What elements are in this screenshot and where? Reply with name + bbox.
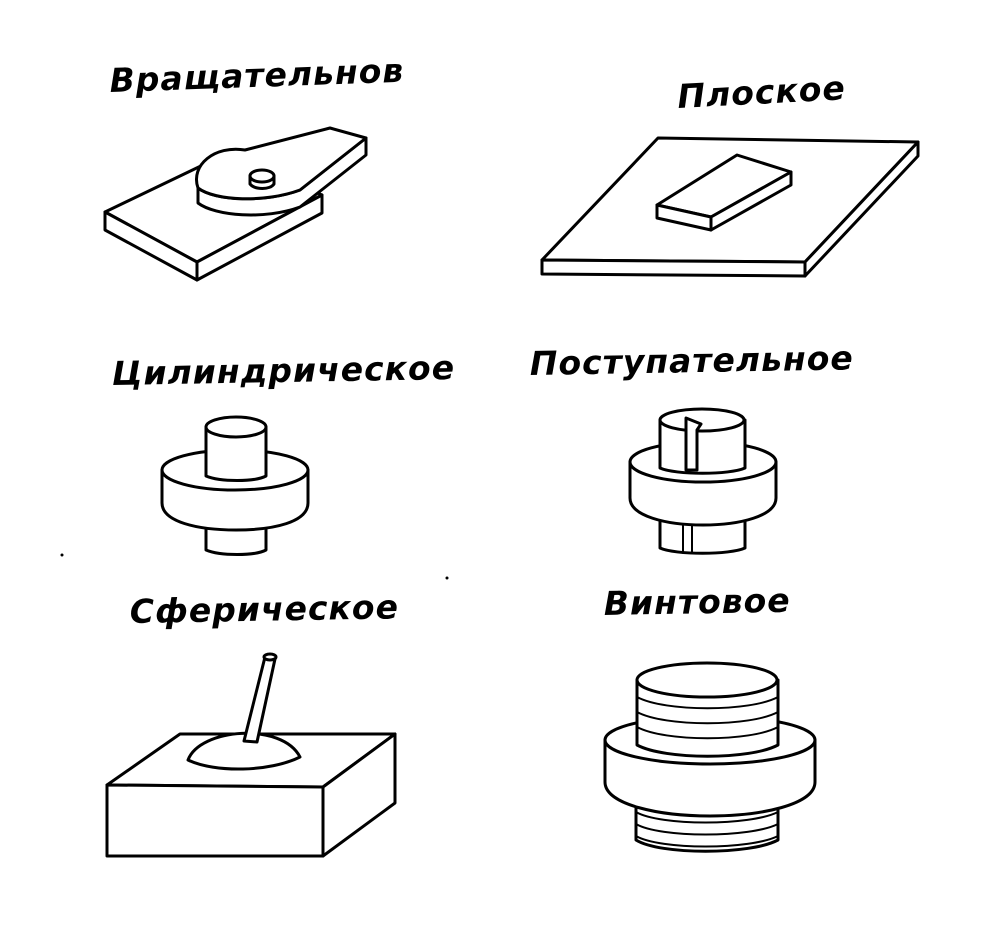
spherical-joint-group: Сферическое: [105, 587, 399, 858]
prismatic-joint-figure: [628, 407, 778, 555]
spherical-block-front: [105, 783, 325, 858]
planar-base-plate-side: [803, 140, 920, 278]
planar-slider-block-side: [709, 170, 793, 232]
revolute-pin: [248, 168, 276, 184]
planar-joint-figure: [540, 136, 920, 278]
cylindrical-joint-figure: [160, 415, 310, 556]
cylindrical-joint-group: Цилиндрическое: [111, 348, 455, 556]
revolute-joint-figure: [103, 126, 368, 282]
prismatic-label: Поступательное: [529, 338, 854, 383]
spherical-rod: [242, 655, 277, 744]
planar-label: Плоское: [676, 68, 846, 116]
planar-base-plate-front: [540, 258, 807, 278]
scan-speck: [445, 576, 449, 580]
planar-joint-group: Плоское: [540, 68, 920, 278]
revolute-label: Вращательнов: [109, 51, 405, 100]
spherical-label: Сферическое: [129, 587, 399, 631]
screw-label: Винтовое: [603, 581, 790, 623]
spherical-joint-figure: [105, 652, 397, 858]
revolute-joint-group: Вращательнов: [103, 51, 405, 282]
revolute-base-plate-side: [195, 193, 324, 282]
prismatic-upper-shaft: [658, 418, 747, 475]
scan-speck: [60, 553, 64, 557]
spherical-ball: [186, 731, 302, 771]
cylindrical-label: Цилиндрическое: [111, 348, 455, 393]
revolute-link-top: [195, 126, 368, 201]
screw-joint-figure: [603, 661, 817, 853]
screw-top-face: [635, 661, 779, 699]
screw-joint-group: Винтовое: [603, 581, 817, 853]
prismatic-key: [684, 416, 703, 472]
cylindrical-upper-shaft: [204, 425, 268, 482]
spherical-block-side: [321, 732, 397, 858]
prismatic-joint-group: Поступательное: [529, 338, 854, 555]
